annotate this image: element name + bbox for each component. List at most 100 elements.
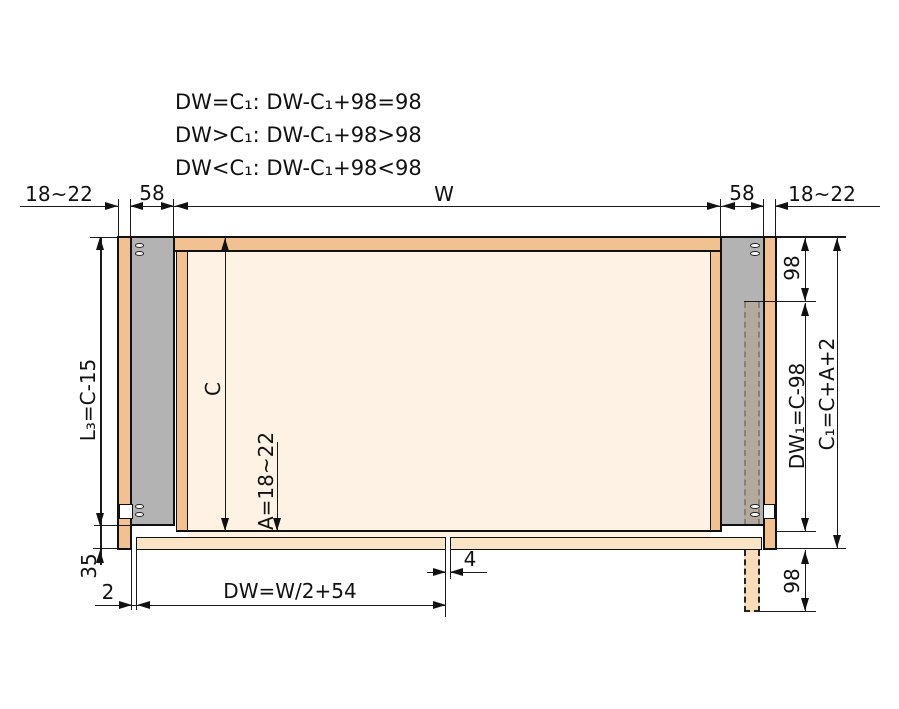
arrowhead	[118, 600, 132, 609]
ext-line	[135, 549, 137, 610]
arrowhead	[220, 517, 229, 531]
right-drawer-side	[710, 250, 721, 532]
ext-line	[774, 199, 776, 237]
ext-line	[173, 199, 175, 237]
hidden-runner-lower	[743, 549, 760, 612]
dim-label-bottom-extension: 98	[780, 568, 804, 594]
drawer-front-left	[135, 536, 446, 550]
condition-formula-less: DW<C₁: DW-C₁+98<98	[175, 156, 422, 180]
arrowhead	[220, 238, 229, 251]
screw-hole	[750, 503, 760, 509]
arrowhead	[175, 201, 188, 210]
ext-line	[776, 547, 846, 550]
arrowhead	[105, 201, 118, 210]
hidden-runner-upper	[743, 302, 760, 525]
condition-formula-greater: DW>C₁: DW-C₁+98>98	[175, 123, 422, 147]
left-rail-bottom-line	[131, 524, 173, 526]
dim-label-slide-right: 58	[729, 181, 755, 205]
arrowhead	[707, 201, 720, 210]
top-edge-line	[117, 236, 776, 238]
arrowhead	[96, 512, 105, 526]
ext-line	[449, 549, 451, 579]
screw-hole	[134, 512, 144, 517]
left-panel-notch	[119, 504, 133, 519]
arrowhead	[800, 288, 809, 301]
dim-line	[804, 302, 806, 531]
right-outer-line	[774, 236, 777, 550]
dim-line	[804, 237, 806, 301]
screw-hole	[750, 251, 760, 256]
screw-hole	[750, 512, 760, 517]
ext-line	[743, 300, 816, 303]
arrowhead	[800, 517, 809, 531]
leader-line	[276, 442, 278, 531]
dim-label-bottom-clearance: 35	[77, 553, 101, 579]
arrowhead	[750, 201, 764, 210]
ext-line	[93, 548, 118, 550]
dim-line	[174, 205, 721, 207]
dim-label-front-side-gap: 2	[101, 580, 115, 604]
right-rail-bottom-line	[721, 524, 763, 526]
ext-line	[776, 236, 846, 238]
dim-line	[449, 571, 487, 573]
arrowhead	[832, 534, 841, 548]
arrowhead	[272, 517, 281, 531]
interior-bottom-line	[175, 530, 722, 532]
right-panel-notch	[763, 504, 775, 519]
right-drawer-side-inner-line	[709, 249, 711, 532]
top-panel	[173, 237, 721, 251]
arrowhead	[450, 567, 463, 576]
top-panel-bottom-line	[172, 249, 722, 252]
ext-line	[129, 199, 131, 237]
arrowhead	[129, 201, 143, 210]
ext-line	[94, 525, 131, 527]
dim-label-drawer-front-width: DW=W/2+54	[223, 579, 357, 603]
ext-line	[763, 199, 765, 237]
left-drawer-side-outer-line	[175, 249, 177, 532]
left-drawer-side-inner-line	[186, 249, 188, 532]
dim-label-front-thickness: A=18~22	[254, 431, 278, 531]
dim-line	[129, 205, 174, 207]
screw-hole	[134, 503, 144, 509]
dim-label-top-offset: 98	[780, 255, 804, 281]
left-side-panel	[118, 237, 131, 549]
dim-line	[95, 604, 446, 606]
arrowhead	[800, 237, 809, 251]
arrowhead	[160, 201, 174, 210]
screw-hole	[134, 251, 144, 256]
arrowhead	[775, 201, 788, 210]
ext-line	[759, 611, 816, 613]
dim-line	[804, 550, 806, 611]
ext-line	[117, 199, 119, 237]
arrowhead	[96, 549, 105, 563]
arrowhead	[432, 567, 446, 576]
drawer-front-right	[449, 536, 762, 550]
left-drawer-side	[176, 250, 188, 532]
right-panel-bottom-line	[762, 548, 777, 550]
dim-line	[774, 205, 880, 207]
ext-line	[445, 549, 447, 617]
ext-line	[720, 199, 722, 237]
left-outer-line	[117, 236, 119, 550]
left-rail-inner-line	[172, 236, 175, 526]
arrowhead	[137, 600, 150, 609]
arrowhead	[800, 550, 809, 564]
dim-label-total-height: C₁=C+A+2	[815, 337, 839, 451]
dim-label-slide-left: 58	[139, 181, 165, 205]
dim-label-interior-height: C	[201, 382, 225, 396]
screw-hole	[750, 242, 760, 248]
right-side-panel	[763, 237, 775, 549]
arrowhead	[433, 600, 446, 609]
ext-line	[131, 549, 133, 610]
dim-label-panel-left: 18~22	[25, 182, 93, 206]
left-panel-inner-line	[130, 236, 132, 550]
arrowhead	[800, 597, 809, 611]
dim-line	[20, 205, 118, 207]
dim-label-width: W	[434, 182, 454, 206]
screw-hole	[134, 242, 144, 248]
arrowhead	[832, 237, 841, 251]
dim-label-slide-length: L₃=C-15	[76, 358, 100, 442]
dim-label-runner-length: DW₁=C-98	[785, 362, 809, 470]
ext-line	[776, 530, 816, 532]
